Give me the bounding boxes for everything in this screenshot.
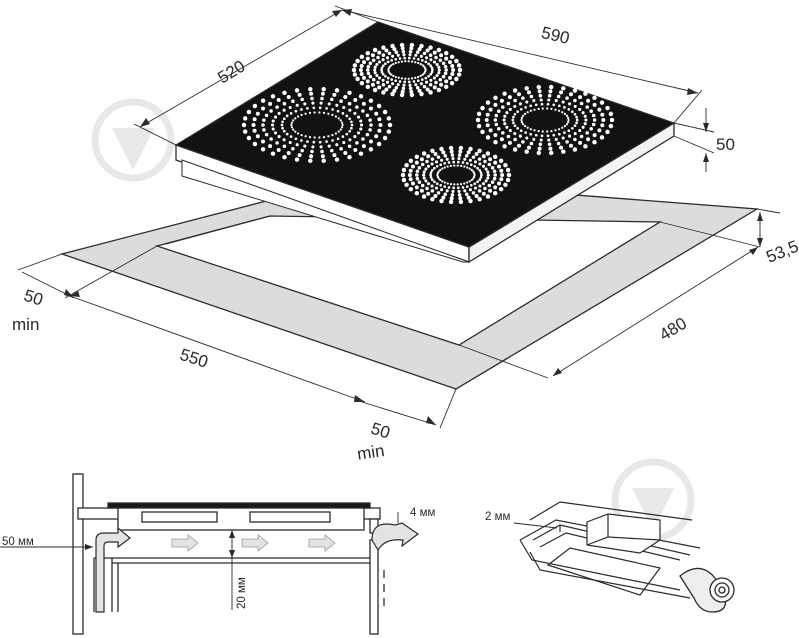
dim-width-label: 590 xyxy=(539,23,571,48)
dim-clearance-front-unit: min xyxy=(356,441,386,464)
cooking-zone-icon xyxy=(351,42,463,98)
cooking-zone-icon xyxy=(475,84,615,156)
section-detail xyxy=(0,473,385,635)
seal-roll-icon xyxy=(679,567,735,613)
dim-depth-label: 520 xyxy=(214,56,248,87)
dim-height-label: 50 xyxy=(716,135,735,154)
dim-cutout-width-label: 550 xyxy=(177,345,210,372)
cooking-zone-icon xyxy=(241,86,393,164)
dimension-arrowheads xyxy=(85,530,235,558)
wall xyxy=(72,473,84,635)
hob-glass-section xyxy=(107,502,371,509)
dim-cutout-depth-label: 480 xyxy=(656,314,690,345)
airflow-arrow-icon xyxy=(308,534,336,552)
worktop-edge xyxy=(529,501,693,521)
wall-gap-label: 50 мм xyxy=(2,536,34,548)
hob-body xyxy=(174,21,676,264)
airflow-arrows xyxy=(171,534,336,552)
dim-clearance-left-unit: min xyxy=(12,315,39,334)
airflow-arrow-icon xyxy=(241,534,269,552)
dim-clearance-left-value: 50 xyxy=(21,286,45,310)
bottom-gap-label: 20 мм xyxy=(236,577,248,609)
watermark-icon xyxy=(91,96,175,182)
vent-gap-label: 4 мм xyxy=(410,507,435,519)
airflow-arrow-icon xyxy=(171,534,199,552)
airflow-arrow-icon xyxy=(95,522,420,613)
dimension-arrowheads xyxy=(64,9,763,425)
dim-offset-label: 53,5 xyxy=(763,237,799,267)
cooking-zone-icon xyxy=(400,145,512,205)
seal-thickness-label: 2 мм xyxy=(485,511,510,523)
dim-clearance-front-value: 50 xyxy=(368,419,392,443)
seal-detail xyxy=(513,501,701,599)
worktop-cutout-frame xyxy=(59,177,760,390)
